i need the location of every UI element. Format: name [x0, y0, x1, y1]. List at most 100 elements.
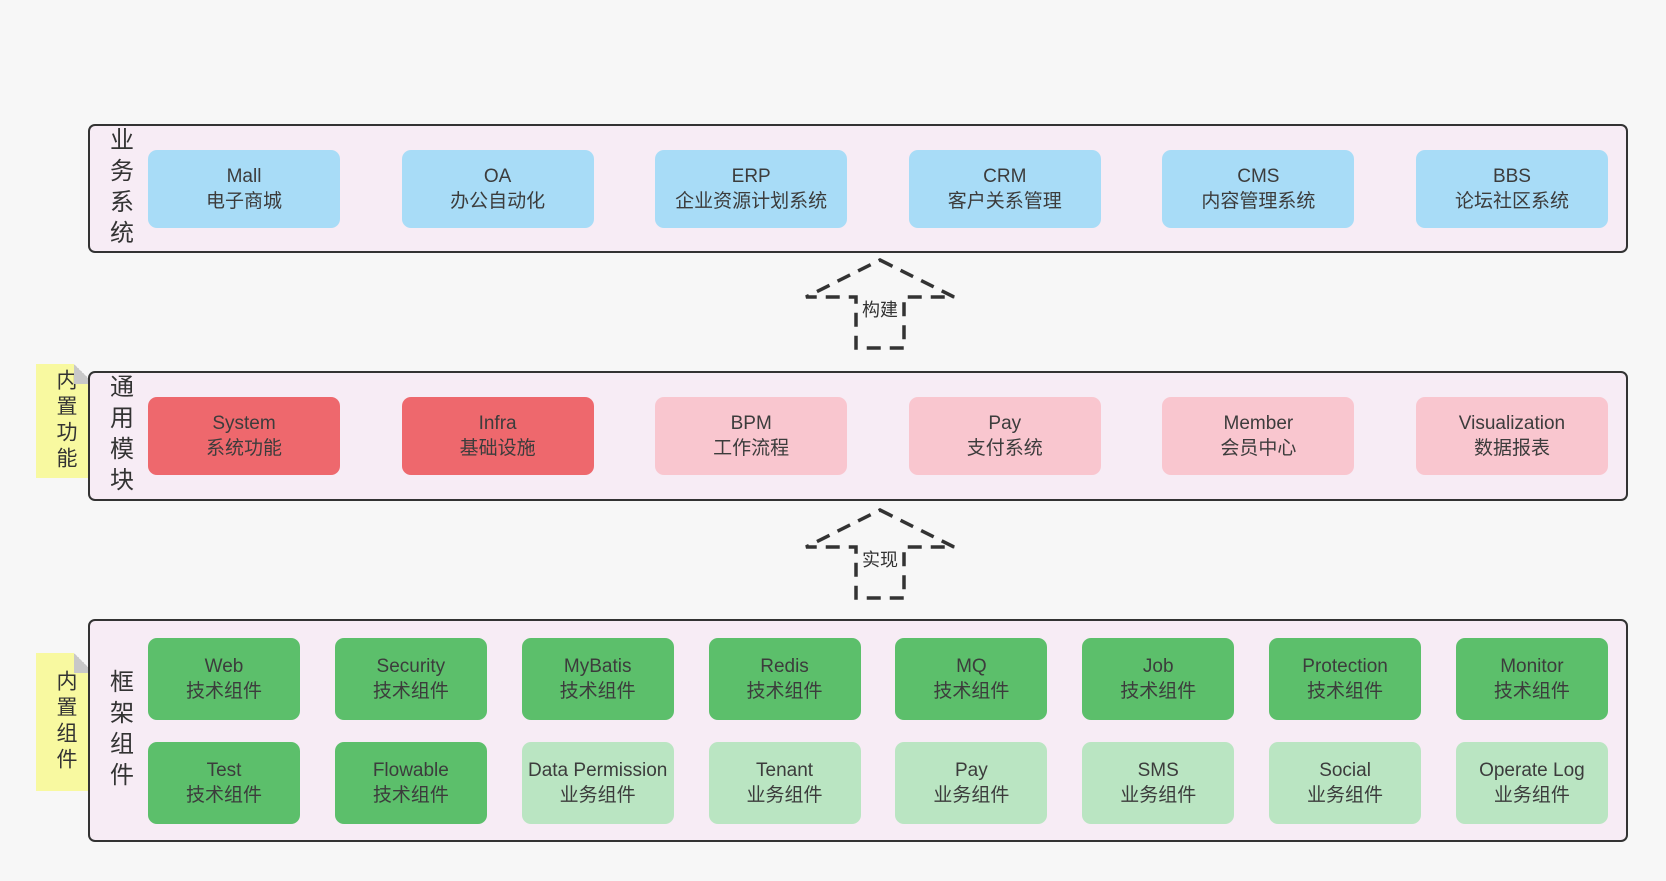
build-arrow-icon: 构建 [798, 256, 962, 352]
box-en-label: OA [483, 165, 512, 187]
box-en-label: MQ [956, 655, 987, 677]
box-oa: OA 办公自动化 [401, 149, 594, 228]
box-social: Social 业务组件 [1269, 741, 1422, 824]
box-zh-label: 技术组件 [559, 680, 636, 702]
box-visualization: Visualization 数据报表 [1415, 397, 1608, 475]
box-zh-label: 技术组件 [185, 784, 262, 806]
box-en-label: Web [204, 655, 244, 677]
box-en-label: Member [1223, 413, 1294, 434]
components-row-2: Test 技术组件 Flowable 技术组件 Data Permission … [148, 741, 1608, 824]
box-redis: Redis 技术组件 [708, 637, 861, 720]
box-sms: SMS 业务组件 [1082, 741, 1235, 824]
box-en-label: Social [1319, 759, 1371, 781]
box-en-label: Job [1142, 655, 1174, 677]
box-bpm: BPM 工作流程 [655, 397, 848, 475]
components-row-1: Web 技术组件 Security 技术组件 MyBatis 技术组件 Redi… [148, 637, 1608, 720]
box-test: Test 技术组件 [148, 741, 300, 824]
box-en-label: ERP [731, 165, 771, 187]
business-systems-band: 业务系统 Mall 电子商城 OA 办公自动化 ERP 企业资源计划系统 CRM… [88, 124, 1628, 253]
up-arrow-dashed-icon [805, 258, 955, 350]
box-en-label: Monitor [1500, 655, 1564, 677]
box-zh-label: 工作流程 [713, 438, 790, 459]
box-zh-label: 业务组件 [1493, 784, 1570, 806]
box-en-label: Pay [988, 413, 1022, 434]
box-zh-label: 基础设施 [459, 438, 536, 459]
modules-band-title: 通用模块 [105, 374, 133, 498]
box-zh-label: 客户关系管理 [947, 190, 1062, 212]
up-arrow-dashed-icon [805, 508, 955, 600]
box-zh-label: 企业资源计划系统 [675, 190, 828, 212]
box-job: Job 技术组件 [1082, 637, 1235, 720]
box-zh-label: 内容管理系统 [1201, 190, 1316, 212]
box-zh-label: 电子商城 [205, 190, 282, 212]
sticky-label: 内置功能 [54, 369, 77, 473]
box-en-label: Test [206, 759, 242, 781]
box-zh-label: 业务组件 [1120, 784, 1197, 806]
box-monitor: Monitor 技术组件 [1455, 637, 1608, 720]
box-flowable: Flowable 技术组件 [334, 741, 487, 824]
box-zh-label: 技术组件 [1120, 680, 1197, 702]
box-operate-log: Operate Log 业务组件 [1455, 741, 1608, 824]
implement-arrow-icon: 实现 [798, 506, 962, 602]
box-mybatis: MyBatis 技术组件 [521, 637, 674, 720]
box-security: Security 技术组件 [334, 637, 487, 720]
box-zh-label: 业务组件 [746, 784, 823, 806]
implement-arrow-label: 实现 [859, 546, 901, 572]
box-zh-label: 技术组件 [933, 680, 1010, 702]
box-en-label: MyBatis [563, 655, 632, 677]
box-zh-label: 技术组件 [1307, 680, 1384, 702]
box-data-permission: Data Permission 业务组件 [521, 741, 674, 824]
box-zh-label: 技术组件 [372, 680, 449, 702]
box-en-label: CRM [983, 165, 1027, 187]
box-crm: CRM 客户关系管理 [908, 149, 1101, 228]
business-boxes-area: Mall 电子商城 OA 办公自动化 ERP 企业资源计划系统 CRM 客户关系… [148, 126, 1626, 251]
build-arrow-label: 构建 [859, 296, 901, 322]
box-infra: Infra 基础设施 [401, 397, 594, 475]
box-zh-label: 技术组件 [746, 680, 823, 702]
box-zh-label: 办公自动化 [450, 190, 546, 212]
box-en-label: Flowable [372, 759, 449, 781]
box-en-label: SMS [1137, 759, 1179, 781]
box-tenant: Tenant 业务组件 [708, 741, 861, 824]
box-zh-label: 业务组件 [1307, 784, 1384, 806]
box-en-label: Protection [1302, 655, 1388, 677]
box-zh-label: 业务组件 [559, 784, 636, 806]
box-en-label: System [212, 413, 276, 434]
box-en-label: Redis [760, 655, 809, 677]
box-en-label: CMS [1237, 165, 1280, 187]
box-system: System 系统功能 [148, 397, 340, 475]
box-zh-label: 论坛社区系统 [1454, 190, 1569, 212]
box-zh-label: 技术组件 [1493, 680, 1570, 702]
box-en-label: Operate Log [1479, 759, 1585, 781]
box-zh-label: 业务组件 [933, 784, 1010, 806]
components-band-title: 框架组件 [105, 668, 133, 793]
box-en-label: Mall [226, 165, 262, 187]
box-en-label: Security [376, 655, 446, 677]
common-modules-band: 通用模块 System 系统功能 Infra 基础设施 BPM 工作流程 Pay… [88, 371, 1628, 501]
box-zh-label: 系统功能 [205, 438, 282, 459]
box-mall: Mall 电子商城 [148, 149, 340, 228]
box-en-label: BPM [730, 413, 772, 434]
box-zh-label: 会员中心 [1220, 438, 1297, 459]
box-zh-label: 支付系统 [966, 438, 1043, 459]
box-protection: Protection 技术组件 [1269, 637, 1422, 720]
business-band-title: 业务系统 [105, 126, 133, 251]
box-zh-label: 技术组件 [185, 680, 262, 702]
framework-components-band: 框架组件 Web 技术组件 Security 技术组件 MyBatis 技术组件… [88, 619, 1628, 842]
box-zh-label: 数据报表 [1473, 438, 1550, 459]
box-en-label: Data Permission [527, 759, 668, 781]
box-pay-module: Pay 支付系统 [908, 397, 1101, 475]
sticky-note-builtin-components: 内置组件 [36, 653, 94, 791]
sticky-note-builtin-features: 内置功能 [36, 364, 94, 478]
box-web: Web 技术组件 [148, 637, 300, 720]
sticky-label: 内置组件 [54, 670, 77, 774]
box-mq: MQ 技术组件 [895, 637, 1048, 720]
box-cms: CMS 内容管理系统 [1162, 149, 1355, 228]
box-erp: ERP 企业资源计划系统 [655, 149, 848, 228]
box-en-label: Infra [478, 413, 517, 434]
box-en-label: BBS [1492, 165, 1531, 187]
box-pay-component: Pay 业务组件 [895, 741, 1048, 824]
box-bbs: BBS 论坛社区系统 [1415, 149, 1608, 228]
box-zh-label: 技术组件 [372, 784, 449, 806]
